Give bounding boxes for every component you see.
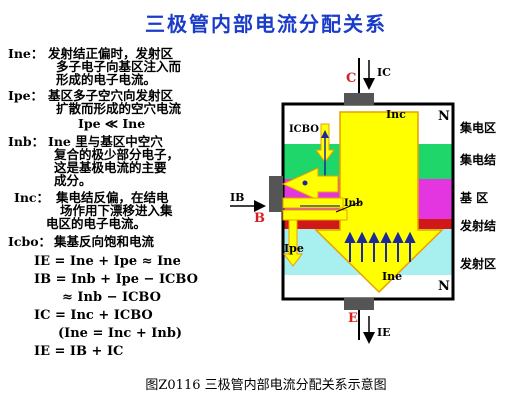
ipe-arrow bbox=[283, 219, 303, 267]
side-label-collector-region: 集电区 bbox=[459, 120, 496, 135]
equation-ic: IC = Inc + ICBO bbox=[34, 308, 153, 323]
def-inc-symbol: Inc： bbox=[14, 190, 50, 205]
def-icbo-symbol: Icbo： bbox=[8, 234, 52, 249]
region-p: P bbox=[440, 192, 450, 207]
side-label-base: 基 区 bbox=[459, 190, 488, 205]
def-inb-line2: 复合的极少部分电子， bbox=[54, 147, 180, 162]
icbo-carrier-head bbox=[321, 130, 329, 138]
side-label-collector-junction: 集电结 bbox=[459, 152, 496, 167]
ipe-label: Ipe bbox=[284, 242, 304, 255]
equation-ie: IE = Ine + Ipe ≈ Ine bbox=[34, 254, 181, 269]
def-inb-line4: 成分。 bbox=[54, 173, 92, 188]
equation-ib: IB = Inb + Ipe − ICBO bbox=[34, 272, 198, 287]
equation-ib-approx: ≈ Inb − ICBO bbox=[62, 290, 161, 305]
hole-dot bbox=[302, 180, 308, 186]
equation-ine: (Ine = Inc + Inb) bbox=[58, 326, 183, 341]
def-inb-line3: 这是基极电流的主要 bbox=[54, 160, 167, 175]
def-inb-symbol: Inb： bbox=[8, 134, 45, 149]
terminal-c-label: C bbox=[346, 71, 356, 86]
def-ine-symbol: Ine： bbox=[8, 46, 44, 61]
inb-bar-1 bbox=[282, 197, 344, 209]
side-label-emitter-region: 发射区 bbox=[459, 256, 496, 271]
def-inc-line1: 集电结反偏，在结电 bbox=[56, 190, 169, 205]
ine-label: Ine bbox=[382, 270, 402, 283]
def-icbo-line1: 集基反向饱和电流 bbox=[54, 234, 155, 249]
def-ipe-relation: Ipe ≪ Ine bbox=[78, 116, 146, 131]
collector-terminal bbox=[344, 93, 374, 105]
region-n-top: N bbox=[438, 109, 450, 124]
def-ipe-line2: 扩散而形成的空穴电流 bbox=[56, 101, 182, 116]
def-ipe-line1: 基区多子空穴向发射区 bbox=[48, 88, 174, 103]
region-n-bottom: N bbox=[438, 279, 450, 294]
def-inc-line3: 电区的电子电流。 bbox=[46, 216, 147, 231]
def-ine-line3: 形成的电子电流。 bbox=[56, 72, 157, 87]
ic-label: IC bbox=[377, 66, 391, 79]
def-inc-line2: 场作用下漂移进入集 bbox=[60, 203, 173, 218]
ie-label: IE bbox=[377, 326, 391, 339]
terminal-b-label: B bbox=[254, 211, 265, 226]
figure-caption: 图Z0116 三极管内部电流分配关系示意图 bbox=[145, 378, 387, 393]
electron-arrows bbox=[344, 231, 416, 262]
inb-leader bbox=[335, 201, 361, 213]
terminal-e-label: E bbox=[348, 311, 358, 326]
equation-ie-sum: IE = IB + IC bbox=[34, 344, 124, 359]
icbo-label: ICBO bbox=[289, 124, 319, 135]
inb-bar-2 bbox=[282, 209, 348, 221]
ib-label: IB bbox=[230, 191, 244, 204]
def-ine-line2: 多子电子向基区注入而 bbox=[56, 59, 182, 74]
side-label-emitter-junction: 发射结 bbox=[459, 218, 496, 233]
def-ine-line1: 发射结正偏时，发射区 bbox=[48, 46, 174, 61]
def-inb-line1: Ine 里与基区中空穴 bbox=[48, 134, 163, 149]
def-ipe-symbol: Ipe： bbox=[8, 88, 44, 103]
emitter-terminal bbox=[344, 298, 374, 310]
page-title: 三极管内部电流分配关系 bbox=[145, 12, 387, 36]
inb-label: Inb bbox=[344, 198, 363, 209]
inc-label: Inc bbox=[386, 108, 406, 121]
base-terminal bbox=[269, 176, 283, 212]
